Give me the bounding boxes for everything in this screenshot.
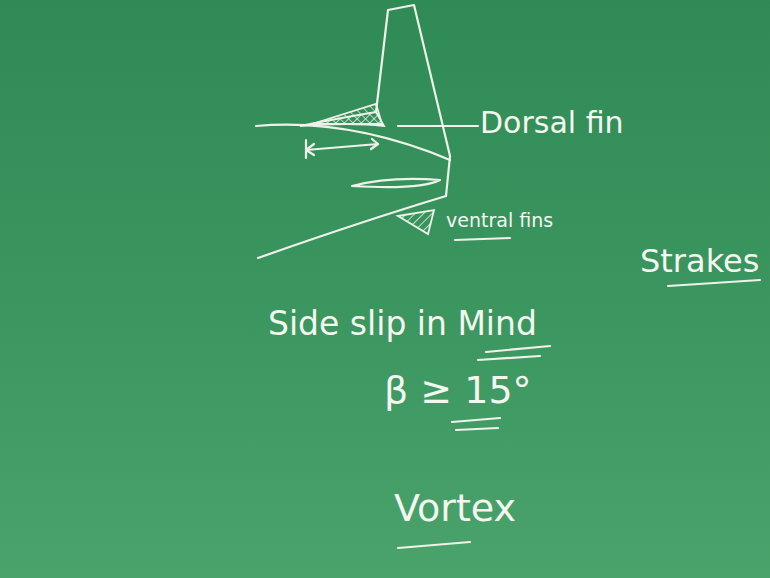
- note-text: Vortex: [394, 488, 516, 530]
- note-text: Side slip in Mind: [268, 306, 537, 342]
- part-label: ventral fins: [446, 210, 553, 231]
- condition-text: β ≥ 15°: [384, 370, 532, 412]
- part-label: Strakes: [640, 244, 759, 279]
- part-label: Dorsal fin: [480, 106, 624, 139]
